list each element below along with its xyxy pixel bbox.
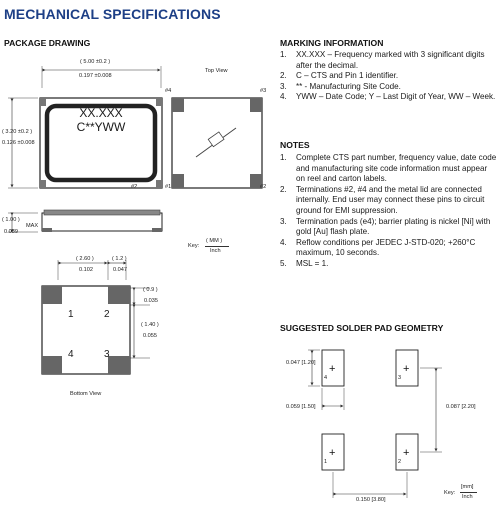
svg-text:+: + [329,363,335,375]
dim-width-in: 0.197 ±0.008 [79,73,112,79]
svg-text:+: + [403,363,409,375]
svg-text:+: + [403,447,409,459]
package-drawing-heading: PACKAGE DRAWING [4,38,91,48]
dim-pad-y-in: 0.035 [144,298,158,304]
package-drawing-svg [8,66,263,375]
solder-pad-heading: SUGGESTED SOLDER PAD GEOMETRY [280,323,444,333]
pin-label-1: #1 [165,184,172,190]
pad-number-3: 3 [104,349,110,360]
bottom-pad-2 [108,286,130,304]
dim-height-in: 0.126 ±0.008 [2,140,35,146]
solder-pad-label-1: 1 [324,459,328,465]
key-inch: Inch [210,248,221,254]
notes-heading: NOTES [280,140,310,150]
svg-text:+: + [329,447,335,459]
pad-number-2: 2 [104,309,110,320]
dim-thick-max: MAX [26,223,39,229]
solder-pad-label-2: 2 [398,459,402,465]
bottom-pad-3 [108,356,130,374]
page-title: MECHANICAL SPECIFICATIONS [4,6,221,22]
list-item: 3.Termination pads (e4); barrier plating… [280,216,491,237]
dim-vert: 0.087 [2.20] [446,404,476,410]
solder-pad-svg: + + + + [308,349,442,498]
dim-width-mm: ( 5.00 ±0.2 ) [80,59,111,65]
list-item: 5.MSL = 1. [280,258,329,268]
pad-number-4: 4 [68,349,74,360]
dim-pad-w: 0.059 [1.50] [286,404,316,410]
marking-info-heading: MARKING INFORMATION [280,38,384,48]
dim-pitch-x-in: 0.102 [79,267,93,273]
pin-label-4: #4 [165,88,172,94]
bottom-view-label: Bottom View [70,391,102,397]
solder-pad-4 [321,349,345,387]
package-marking: XX.XXX C**YWW [47,106,155,134]
dim-pitch-y-in: 0.055 [143,333,157,339]
dim-pitch-y-mm: ( 1.40 ) [141,322,159,328]
solder-pad-1 [321,433,345,471]
package-lid [44,103,158,183]
pin-label-2: #2 [131,184,138,190]
solder-pad-label-3: 3 [398,375,402,381]
top-view-label: Top View [205,68,228,74]
solder-key-mm: [mm] [461,484,474,490]
dim-pad-x-mm: ( 1.2 ) [112,256,127,262]
list-item: 2.Terminations #2, #4 and the metal lid … [280,184,485,215]
dim-pad-h: 0.047 [1.20] [286,360,316,366]
pin-label-3: #3 [260,88,267,94]
solder-pad-3 [395,349,419,387]
dim-thick-in: 0.039 [4,229,18,235]
solder-pad-label-4: 4 [324,375,328,381]
list-item: 2.C – CTS and Pin 1 identifier. [280,71,399,81]
key-label: Key: [188,243,200,249]
marking-line-1: XX.XXX [79,106,123,120]
marking-info-list: 1.XX.XXX – Frequency marked with 3 signi… [280,50,498,103]
pad-number-1: 1 [68,309,74,320]
bottom-pad-1 [42,286,62,304]
bottom-pad-4 [42,356,62,374]
list-item: 3.** - Manufacturing Site Code. [280,81,401,91]
dim-thick-mm: ( 1.00 ) [2,217,20,223]
solder-key-inch: Inch [462,494,473,500]
pin-label-2-top: #2 [260,184,267,190]
list-item: 4.YWW – Date Code; Y – Last Digit of Yea… [280,92,496,102]
key-mm: ( MM ) [206,238,223,244]
solder-key-label: Key: [444,490,456,496]
list-item: 4.Reflow conditions per JEDEC J-STD-020;… [280,237,476,258]
dim-pad-y-mm: ( 0.9 ) [143,287,158,293]
solder-pad-2 [395,433,419,471]
dim-height-mm: ( 3.20 ±0.2 ) [2,129,33,135]
list-item: 1.Complete CTS part number, frequency va… [280,153,497,184]
dim-horiz: 0.150 [3.80] [356,497,386,503]
marking-line-2: C**YWW [76,120,126,134]
notes-list: 1.Complete CTS part number, frequency va… [280,153,498,270]
dim-pad-x-in: 0.047 [113,267,127,273]
list-item: 1.XX.XXX – Frequency marked with 3 signi… [280,50,485,70]
dim-pitch-x-mm: ( 2.60 ) [76,256,94,262]
